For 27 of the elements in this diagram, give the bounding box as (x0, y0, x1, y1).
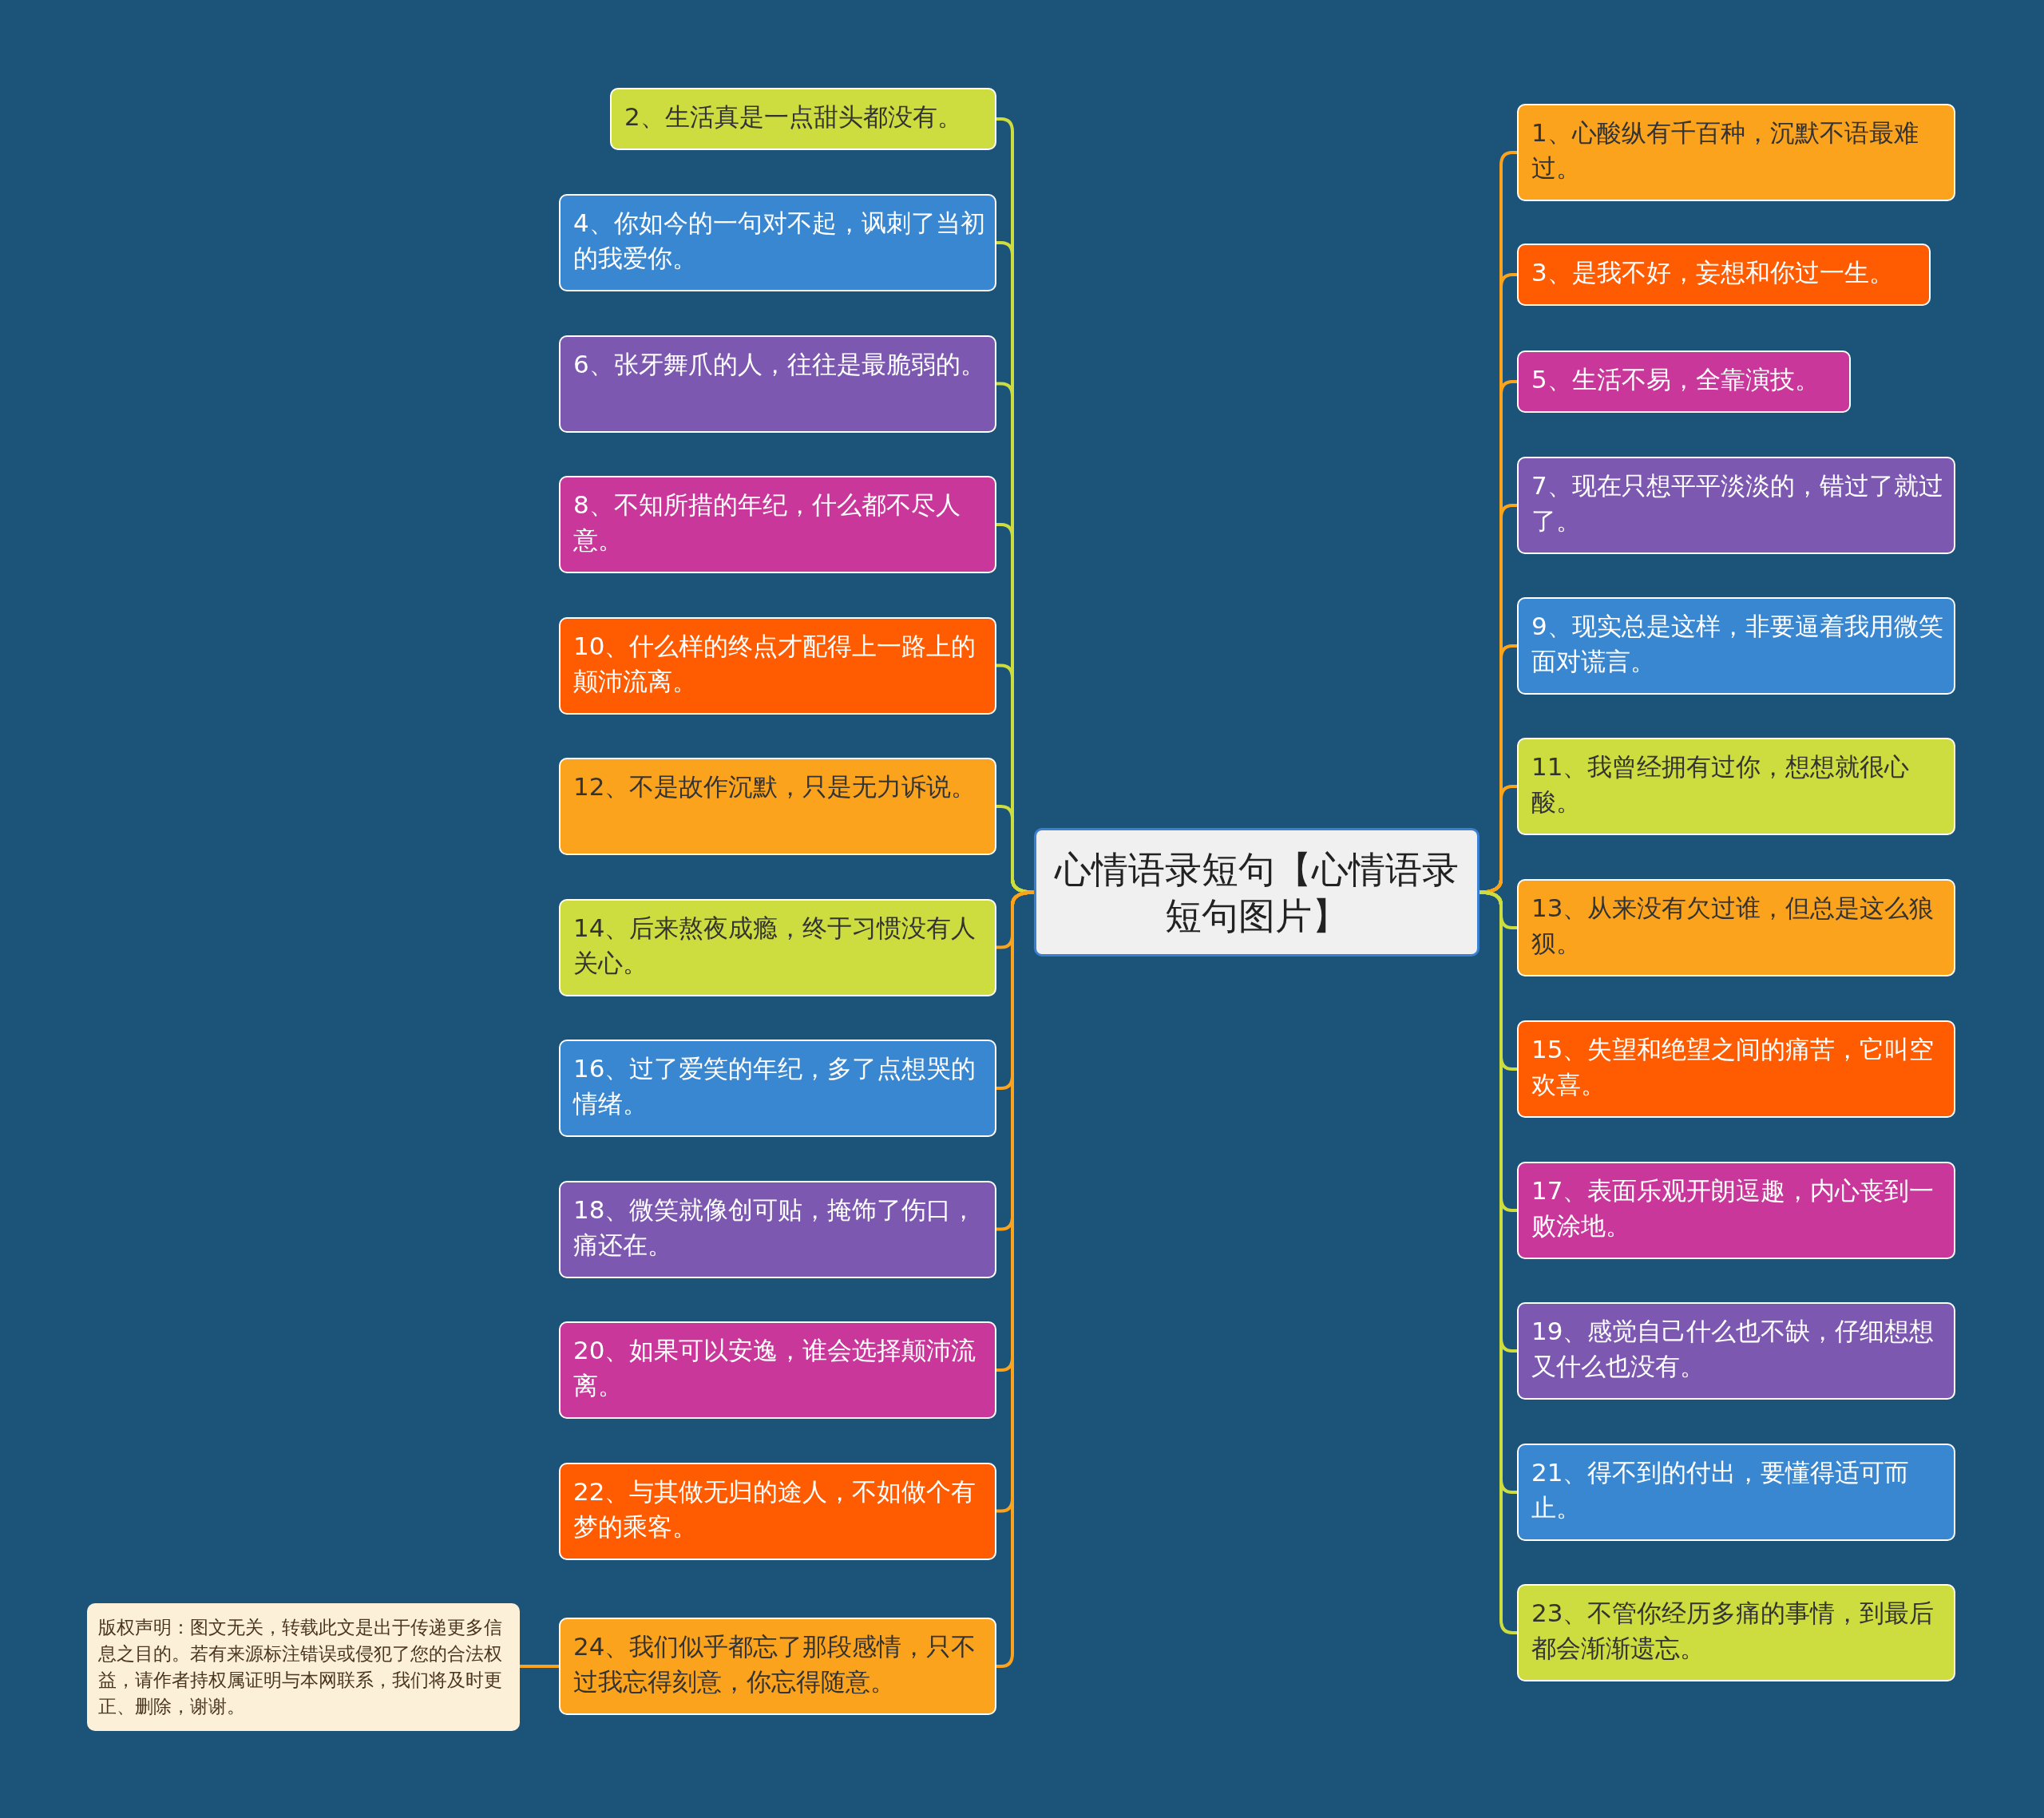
topic-box: 17、表面乐观开朗逗趣，内心丧到一败涂地。 (1517, 1162, 1955, 1259)
topic-box: 4、你如今的一句对不起，讽刺了当初的我爱你。 (559, 194, 996, 291)
connector-line (520, 1665, 559, 1668)
topic-box: 6、张牙舞爪的人，往往是最脆弱的。 (559, 335, 996, 433)
topic-box: 21、得不到的付出，要懂得适可而止。 (1517, 1444, 1955, 1541)
topic-box: 11、我曾经拥有过你，想想就很心酸。 (1517, 738, 1955, 835)
topic-box: 23、不管你经历多痛的事情，到最后都会渐渐遗忘。 (1517, 1584, 1955, 1681)
topic-box: 18、微笑就像创可贴，掩饰了伤口，痛还在。 (559, 1180, 996, 1278)
topic-box: 7、现在只想平平淡淡的，错过了就过了。 (1517, 457, 1955, 554)
topic-box: 20、如果可以安逸，谁会选择颠沛流离。 (559, 1321, 996, 1419)
topic-box: 14、后来熬夜成瘾，终于习惯没有人关心。 (559, 898, 996, 996)
topic-box: 8、不知所措的年纪，什么都不尽人意。 (559, 476, 996, 573)
central-topic-box: 心情语录短句【心情语录短句图片】 (1034, 828, 1480, 957)
topic-box: 24、我们似乎都忘了那段感情，只不过我忘得刻意，你忘得随意。 (559, 1618, 996, 1715)
topic-box: 9、现实总是这样，非要逼着我用微笑面对谎言。 (1517, 597, 1955, 695)
topic-box: 3、是我不好，妄想和你过一生。 (1517, 244, 1931, 306)
topic-box: 13、从来没有欠过谁，但总是这么狼狈。 (1517, 879, 1955, 976)
topic-box: 1、心酸纵有千百种，沉默不语最难过。 (1517, 104, 1955, 201)
topic-box: 22、与其做无归的途人，不如做个有梦的乘客。 (559, 1462, 996, 1560)
topic-box: 10、什么样的终点才配得上一路上的颠沛流离。 (559, 616, 996, 715)
topic-box: 16、过了爱笑的年纪，多了点想哭的情绪。 (559, 1040, 996, 1137)
topic-box: 15、失望和绝望之间的痛苦，它叫空欢喜。 (1517, 1020, 1955, 1118)
topic-box: 5、生活不易，全靠演技。 (1517, 351, 1851, 413)
topic-box: 12、不是故作沉默，只是无力诉说。 (559, 758, 996, 855)
note-box: 版权声明：图文无关，转载此文是出于传递更多信息之目的。若有来源标注错误或侵犯了您的合法权益，请作者持权属证明与本网联系，我们将及时更正、删除，谢谢。 (87, 1603, 520, 1731)
topic-box: 19、感觉自己什么也不缺，仔细想想又什么也没有。 (1517, 1302, 1955, 1400)
topic-box: 2、生活真是一点甜头都没有。 (610, 88, 996, 150)
